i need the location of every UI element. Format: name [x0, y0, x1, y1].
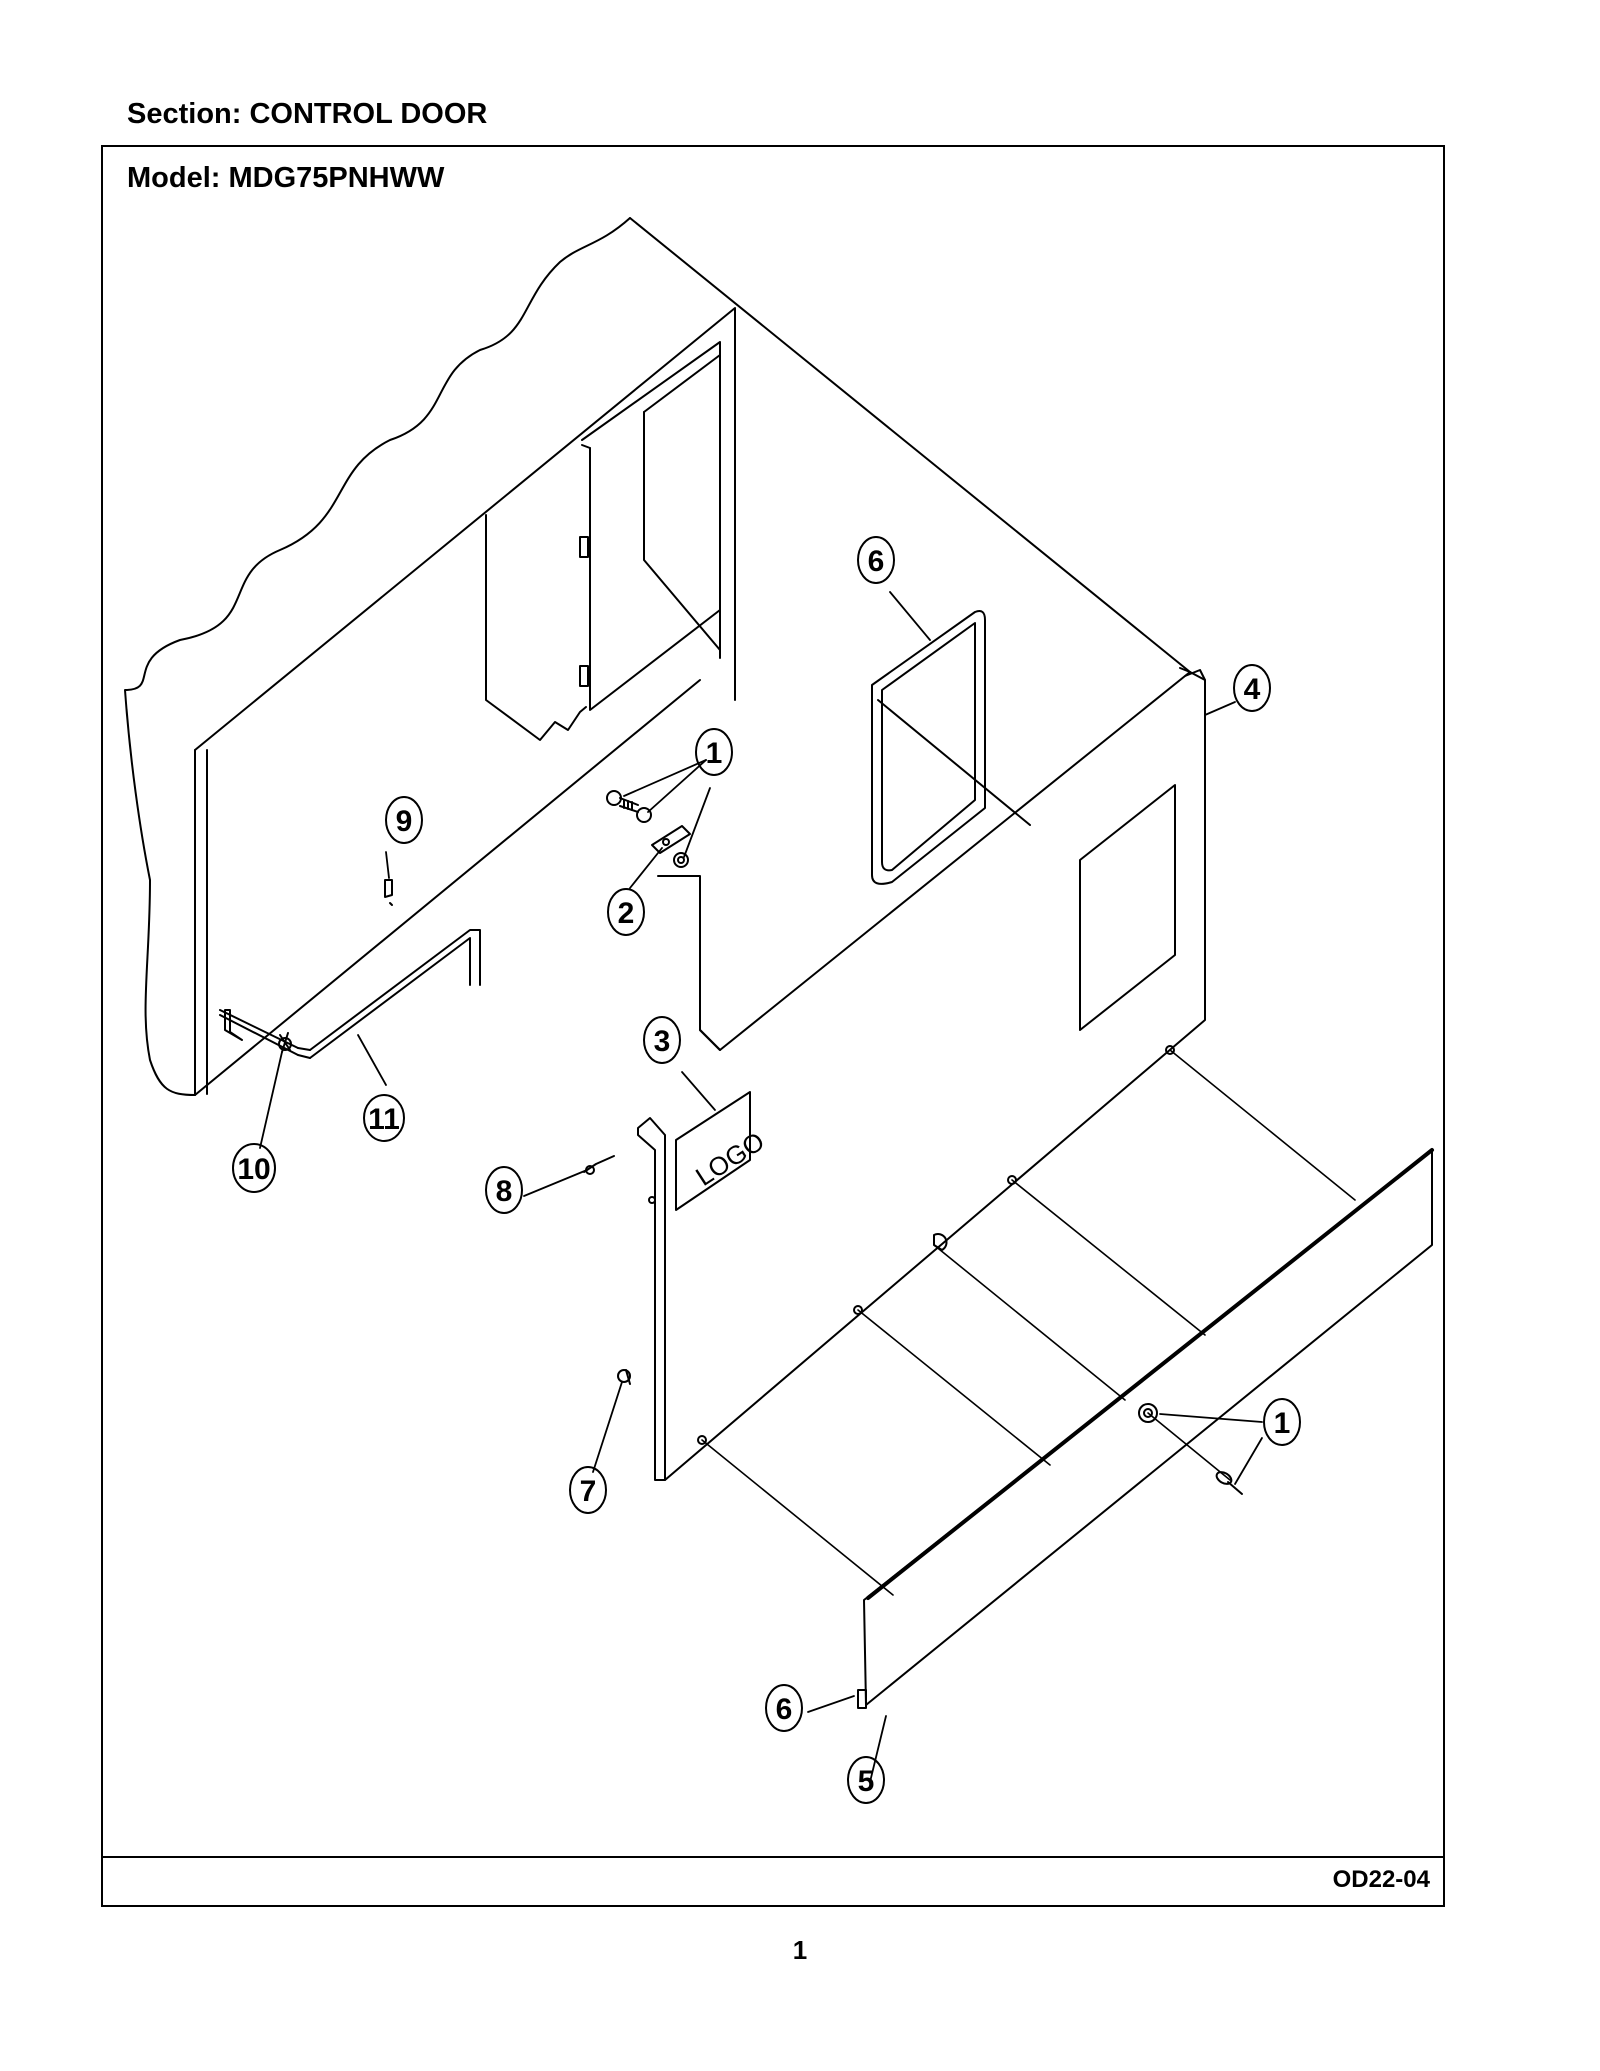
callout-4: 4 — [1233, 664, 1271, 712]
explode-lines — [701, 1049, 1356, 1596]
svg-text:11: 11 — [368, 1103, 400, 1136]
callout-6-bottom: 6 — [765, 1684, 803, 1732]
svg-text:4: 4 — [1244, 673, 1261, 706]
svg-text:10: 10 — [237, 1153, 270, 1186]
section-title: Section: CONTROL DOOR — [127, 98, 488, 130]
svg-text:6: 6 — [868, 545, 885, 578]
callout-7: 7 — [569, 1466, 607, 1514]
svg-text:3: 3 — [654, 1025, 671, 1058]
callout-3: 3 — [643, 1016, 681, 1064]
callout-8: 8 — [485, 1166, 523, 1214]
screw-1-bottom — [1215, 1471, 1243, 1495]
svg-text:1: 1 — [706, 737, 723, 770]
callout-10: 10 — [232, 1143, 276, 1193]
callout-5: 5 — [847, 1756, 885, 1804]
nut-7 — [617, 1369, 631, 1385]
bracket-rod — [219, 929, 481, 1059]
svg-text:6: 6 — [776, 1693, 793, 1726]
cabinet-console — [124, 217, 1191, 1096]
page-number: 1 — [792, 1935, 808, 1965]
callout-2: 2 — [607, 888, 645, 936]
callout-11: 11 — [363, 1094, 405, 1142]
svg-text:1: 1 — [1274, 1407, 1291, 1440]
svg-text:2: 2 — [618, 897, 635, 930]
model-title: Model: MDG75PNHWW — [127, 162, 445, 194]
logo-text: LOGO — [690, 1126, 769, 1192]
callout-leaders — [259, 591, 1263, 1783]
window-gasket — [871, 610, 986, 885]
control-door-panel: LOGO — [637, 667, 1206, 1481]
diagram-frame — [101, 145, 1445, 1907]
drawing-id: OD22-04 — [1332, 1866, 1430, 1893]
screw-8 — [583, 1155, 615, 1175]
callout-6-top: 6 — [857, 536, 895, 584]
clip-9 — [384, 879, 393, 906]
callout-1-top: 1 — [695, 728, 733, 776]
hardware-top — [606, 790, 691, 868]
front-trim — [857, 1148, 1434, 1709]
callout-9: 9 — [385, 796, 423, 844]
footer-divider — [101, 1856, 1445, 1858]
svg-text:5: 5 — [858, 1765, 875, 1798]
callout-1-bottom: 1 — [1263, 1398, 1301, 1446]
svg-text:7: 7 — [580, 1475, 597, 1508]
svg-text:9: 9 — [396, 805, 413, 838]
svg-text:8: 8 — [496, 1175, 513, 1208]
